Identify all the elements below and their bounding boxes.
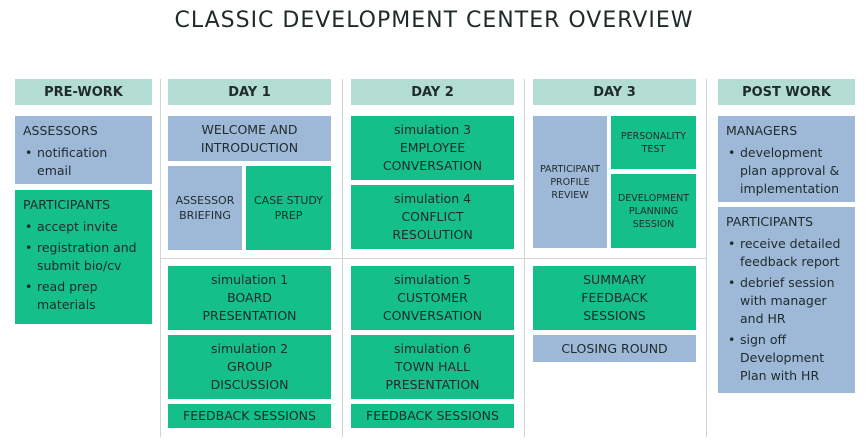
day2-simulation-3: simulation 3 EMPLOYEE CONVERSATION <box>351 116 514 180</box>
header-postwork: POST WORK <box>718 79 855 105</box>
day3-development-planning-session: DEVELOPMENT PLANNING SESSION <box>611 174 696 248</box>
prework-assessors-heading: ASSESSORS <box>23 123 98 138</box>
prework-participants-item: registration and submit bio/cv <box>23 239 144 275</box>
prework-assessors: ASSESSORS notification email <box>15 116 152 184</box>
prework-participants-item: read prep materials <box>23 278 144 314</box>
header-day2: DAY 2 <box>351 79 514 105</box>
day3-personality-test: PERSONALITY TEST <box>611 116 696 169</box>
header-prework: PRE-WORK <box>15 79 152 105</box>
postwork-participants-item: sign off Development Plan with HR <box>726 331 847 385</box>
divider-morning-afternoon <box>160 258 706 259</box>
postwork-participants: PARTICIPANTS receive detailed feedback r… <box>718 207 855 393</box>
day3-closing-round: CLOSING ROUND <box>533 335 696 362</box>
day3-participant-profile-review: PARTICIPANT PROFILE REVIEW <box>533 116 607 248</box>
postwork-managers-heading: MANAGERS <box>726 123 798 138</box>
day2-simulation-6: simulation 6 TOWN HALL PRESENTATION <box>351 335 514 399</box>
prework-assessors-item: notification email <box>23 144 144 180</box>
postwork-participants-heading: PARTICIPANTS <box>726 214 814 229</box>
prework-participants: PARTICIPANTS accept invite registration … <box>15 190 152 324</box>
day1-case-study-prep: CASE STUDY PREP <box>246 166 331 250</box>
day2-feedback-sessions: FEEDBACK SESSIONS <box>351 404 514 428</box>
prework-participants-item: accept invite <box>23 218 144 236</box>
postwork-managers-item: development plan approval & implementati… <box>726 144 847 198</box>
day3-summary-feedback-sessions: SUMMARY FEEDBACK SESSIONS <box>533 266 696 330</box>
day1-feedback-sessions: FEEDBACK SESSIONS <box>168 404 331 428</box>
day2-simulation-4: simulation 4 CONFLICT RESOLUTION <box>351 185 514 249</box>
header-day1: DAY 1 <box>168 79 331 105</box>
day1-simulation-2: simulation 2 GROUP DISCUSSION <box>168 335 331 399</box>
postwork-participants-item: debrief session with manager and HR <box>726 274 847 328</box>
day2-simulation-5: simulation 5 CUSTOMER CONVERSATION <box>351 266 514 330</box>
header-day3: DAY 3 <box>533 79 696 105</box>
day1-simulation-1: simulation 1 BOARD PRESENTATION <box>168 266 331 330</box>
postwork-managers: MANAGERS development plan approval & imp… <box>718 116 855 202</box>
postwork-participants-item: receive detailed feedback report <box>726 235 847 271</box>
day1-welcome: WELCOME AND INTRODUCTION <box>168 116 331 161</box>
prework-participants-heading: PARTICIPANTS <box>23 197 111 212</box>
day1-assessor-briefing: ASSESSOR BRIEFING <box>168 166 242 250</box>
page-title: CLASSIC DEVELOPMENT CENTER OVERVIEW <box>174 8 694 33</box>
divider-day3-postwork <box>706 79 707 437</box>
